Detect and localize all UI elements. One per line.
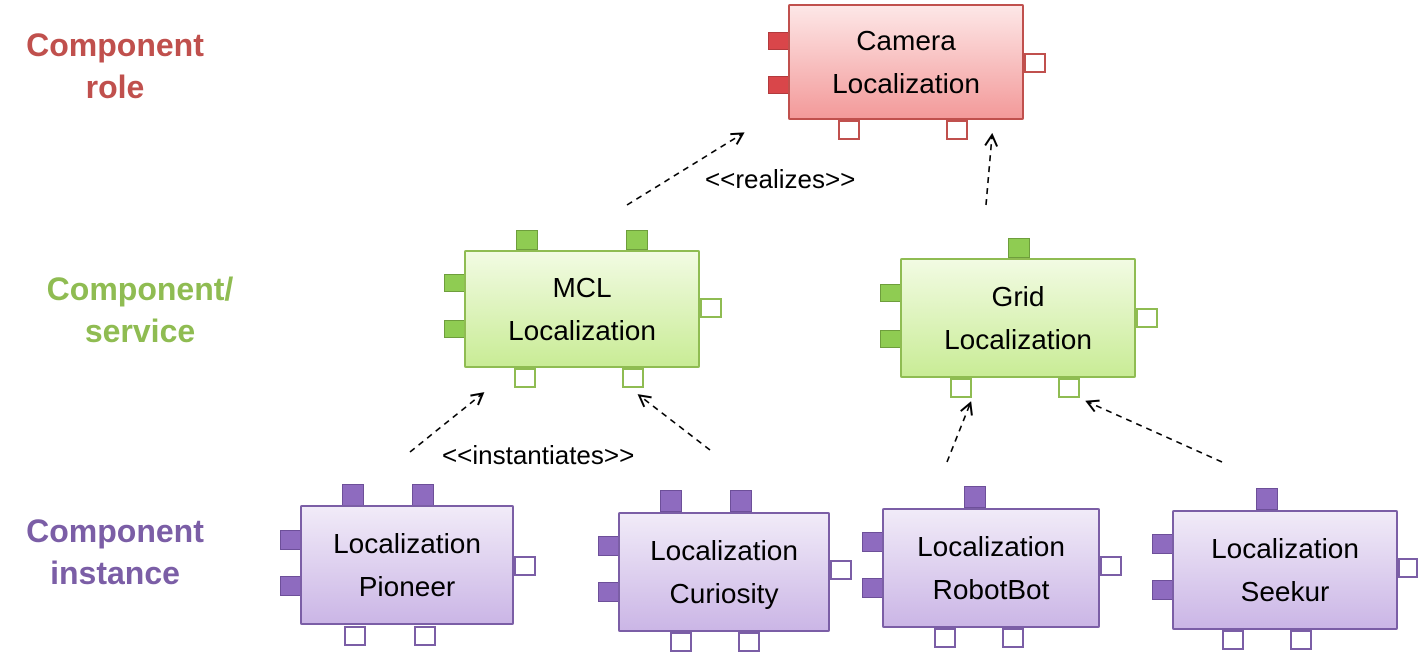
port-provided bbox=[1152, 534, 1174, 554]
instantiates-label: <<instantiates>> bbox=[442, 440, 635, 470]
port-required bbox=[700, 298, 722, 318]
port-provided bbox=[768, 32, 790, 50]
port-required bbox=[1100, 556, 1122, 576]
instantiates-arrow-seekur bbox=[1088, 402, 1223, 463]
component-title: Grid Localization bbox=[944, 281, 1092, 355]
component-localization-curiosity[interactable]: Localization Curiosity bbox=[618, 512, 830, 632]
component-localization-pioneer[interactable]: Localization Pioneer bbox=[300, 505, 514, 625]
level-label-instance: Component instance bbox=[26, 513, 204, 591]
port-provided bbox=[444, 320, 466, 338]
port-required bbox=[934, 628, 956, 648]
port-provided bbox=[862, 532, 884, 552]
port-required bbox=[1002, 628, 1024, 648]
port-required bbox=[1290, 630, 1312, 650]
component-localization-robotbot[interactable]: Localization RobotBot bbox=[882, 508, 1100, 628]
component-title: Localization RobotBot bbox=[917, 531, 1065, 605]
component-camera-localization[interactable]: Camera Localization bbox=[788, 4, 1024, 120]
port-required bbox=[670, 632, 692, 652]
component-title: Localization Seekur bbox=[1211, 533, 1359, 607]
port-provided bbox=[1152, 580, 1174, 600]
port-provided bbox=[1256, 488, 1278, 510]
instantiates-arrow-pioneer bbox=[409, 394, 482, 453]
port-provided bbox=[598, 536, 620, 556]
port-required bbox=[1136, 308, 1158, 328]
realizes-arrow-mcl bbox=[626, 134, 742, 206]
port-provided bbox=[1008, 238, 1030, 258]
port-provided bbox=[768, 76, 790, 94]
port-provided bbox=[880, 284, 902, 302]
port-required bbox=[830, 560, 852, 580]
component-grid-localization[interactable]: Grid Localization bbox=[900, 258, 1136, 378]
level-label-service: Component/ service bbox=[46, 271, 234, 349]
port-provided bbox=[730, 490, 752, 512]
port-required bbox=[414, 626, 436, 646]
port-required bbox=[1222, 630, 1244, 650]
port-provided bbox=[280, 530, 302, 550]
realizes-arrow-grid bbox=[986, 136, 992, 206]
component-title: Localization Curiosity bbox=[650, 535, 798, 609]
port-provided bbox=[626, 230, 648, 250]
component-title: Localization Pioneer bbox=[333, 528, 481, 602]
level-label-role: Component role bbox=[26, 27, 204, 105]
port-required bbox=[946, 120, 968, 140]
port-required bbox=[344, 626, 366, 646]
port-provided bbox=[342, 484, 364, 506]
port-required bbox=[1398, 558, 1418, 578]
port-provided bbox=[412, 484, 434, 506]
port-required bbox=[1058, 378, 1080, 398]
instantiates-arrow-robotbot bbox=[946, 404, 970, 463]
port-required bbox=[950, 378, 972, 398]
component-title: MCL Localization bbox=[508, 272, 656, 346]
port-provided bbox=[660, 490, 682, 512]
port-provided bbox=[516, 230, 538, 250]
instantiates-arrow-curiosity bbox=[640, 396, 711, 451]
port-provided bbox=[280, 576, 302, 596]
realizes-label: <<realizes>> bbox=[705, 164, 856, 194]
port-provided bbox=[862, 578, 884, 598]
port-required bbox=[622, 368, 644, 388]
port-provided bbox=[444, 274, 466, 292]
component-mcl-localization[interactable]: MCL Localization bbox=[464, 250, 700, 368]
port-provided bbox=[964, 486, 986, 508]
port-provided bbox=[598, 582, 620, 602]
port-required bbox=[738, 632, 760, 652]
port-required bbox=[1024, 53, 1046, 73]
component-localization-seekur[interactable]: Localization Seekur bbox=[1172, 510, 1398, 630]
port-required bbox=[514, 556, 536, 576]
port-provided bbox=[880, 330, 902, 348]
component-title: Camera Localization bbox=[832, 25, 980, 99]
port-required bbox=[514, 368, 536, 388]
port-required bbox=[838, 120, 860, 140]
